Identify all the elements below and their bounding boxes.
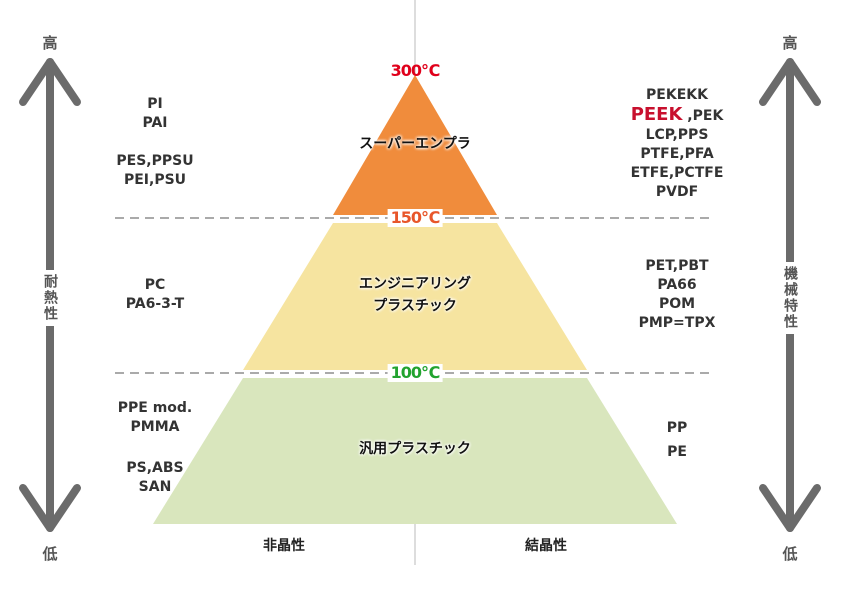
mechanical-properties-label: 機械特性 bbox=[780, 262, 800, 334]
engineering-band bbox=[243, 223, 587, 370]
peek-highlight: PEEK bbox=[630, 104, 683, 125]
super-engineering-band bbox=[333, 75, 497, 215]
temp-150: 150℃ bbox=[387, 209, 443, 227]
super-band-label: スーパーエンプラ bbox=[359, 136, 471, 152]
general-band-label: 汎用プラスチック bbox=[359, 441, 471, 457]
general-band bbox=[153, 378, 677, 524]
crystalline-title: 結晶性 bbox=[525, 538, 567, 554]
temp-300: 300℃ bbox=[390, 61, 441, 80]
engineering-band-label: エンジニアリングプラスチック bbox=[359, 276, 471, 314]
left-low-label: 低 bbox=[42, 545, 58, 563]
right-high-label: 高 bbox=[782, 34, 798, 52]
left-high-label: 高 bbox=[42, 34, 58, 52]
heat-resistance-label: 耐熱性 bbox=[40, 270, 60, 326]
temp-100: 100℃ bbox=[387, 364, 443, 382]
right-low-label: 低 bbox=[782, 545, 798, 563]
amorphous-title: 非晶性 bbox=[263, 538, 305, 554]
amorphous-general-list-1: PPE mod.PMMA bbox=[117, 400, 193, 435]
